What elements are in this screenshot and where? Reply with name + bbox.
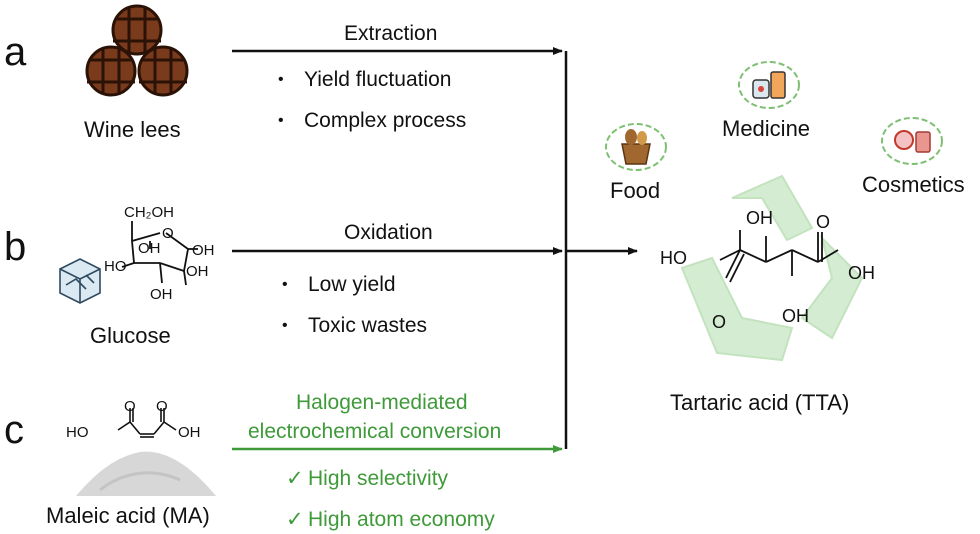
tta-ho-label: HO xyxy=(660,248,687,268)
panel-letter-a: a xyxy=(4,30,27,74)
route-label-oxidation: Oxidation xyxy=(344,221,433,244)
glucose-oh-label: OH xyxy=(192,242,215,259)
tta-o-label: O xyxy=(712,312,727,332)
maleic-ho-label: HO xyxy=(66,424,89,441)
advantage-item: ✓High selectivity xyxy=(286,467,449,490)
check-icon: ✓ xyxy=(286,508,304,531)
glucose-ch2oh-label: CH₂OH xyxy=(124,204,174,221)
check-icon: ✓ xyxy=(286,467,304,490)
glucose-oh-label: OH xyxy=(138,240,161,257)
tta-oh-label: OH xyxy=(848,263,875,283)
application-medicine: Medicine xyxy=(722,116,811,141)
product-label: Tartaric acid (TTA) xyxy=(670,390,850,415)
route-label-line-1: Halogen-mediated xyxy=(296,391,468,414)
route-label-extraction: Extraction xyxy=(344,22,438,45)
tta-oh-label: OH xyxy=(746,208,773,228)
maleic-oh-label: OH xyxy=(178,424,201,441)
source-label-wine-lees: Wine lees xyxy=(84,117,181,142)
source-label-maleic-acid: Maleic acid (MA) xyxy=(46,503,210,528)
maleic-acid-structure xyxy=(117,408,177,438)
source-label-glucose: Glucose xyxy=(90,323,171,348)
tta-oh-label: OH xyxy=(782,306,809,326)
tta-o-label: O xyxy=(816,212,831,232)
glucose-structure xyxy=(121,221,198,286)
drawback-item: •Low yield xyxy=(282,273,396,296)
drawback-item: •Complex process xyxy=(278,109,467,132)
tartaric-acid-structure xyxy=(719,230,839,283)
glucose-ring-o-label: O xyxy=(162,225,174,242)
application-cosmetics: Cosmetics xyxy=(862,172,965,197)
recycle-icon xyxy=(680,174,864,362)
drawback-item: •Yield fluctuation xyxy=(278,68,452,91)
cosmetics-icon xyxy=(881,117,943,165)
maleic-o-label: O xyxy=(156,398,168,415)
panel-letter-b: b xyxy=(4,225,27,269)
powder-pile-icon xyxy=(76,451,216,496)
advantage-item: ✓High atom economy xyxy=(286,508,495,531)
glucose-oh-label: OH xyxy=(150,286,173,303)
glucose-ho-label: HO xyxy=(104,258,127,275)
drawback-item: •Toxic wastes xyxy=(282,314,428,337)
food-basket-icon xyxy=(605,123,667,171)
panel-letter-c: c xyxy=(4,408,24,452)
application-food: Food xyxy=(610,178,661,203)
maleic-o-label: O xyxy=(124,398,136,415)
barrel-stack-icon xyxy=(85,4,189,97)
sugar-cube-icon xyxy=(59,258,101,304)
route-label-line-2: electrochemical conversion xyxy=(248,420,502,443)
glucose-oh-label: OH xyxy=(186,263,209,280)
medicine-icon xyxy=(738,61,800,109)
